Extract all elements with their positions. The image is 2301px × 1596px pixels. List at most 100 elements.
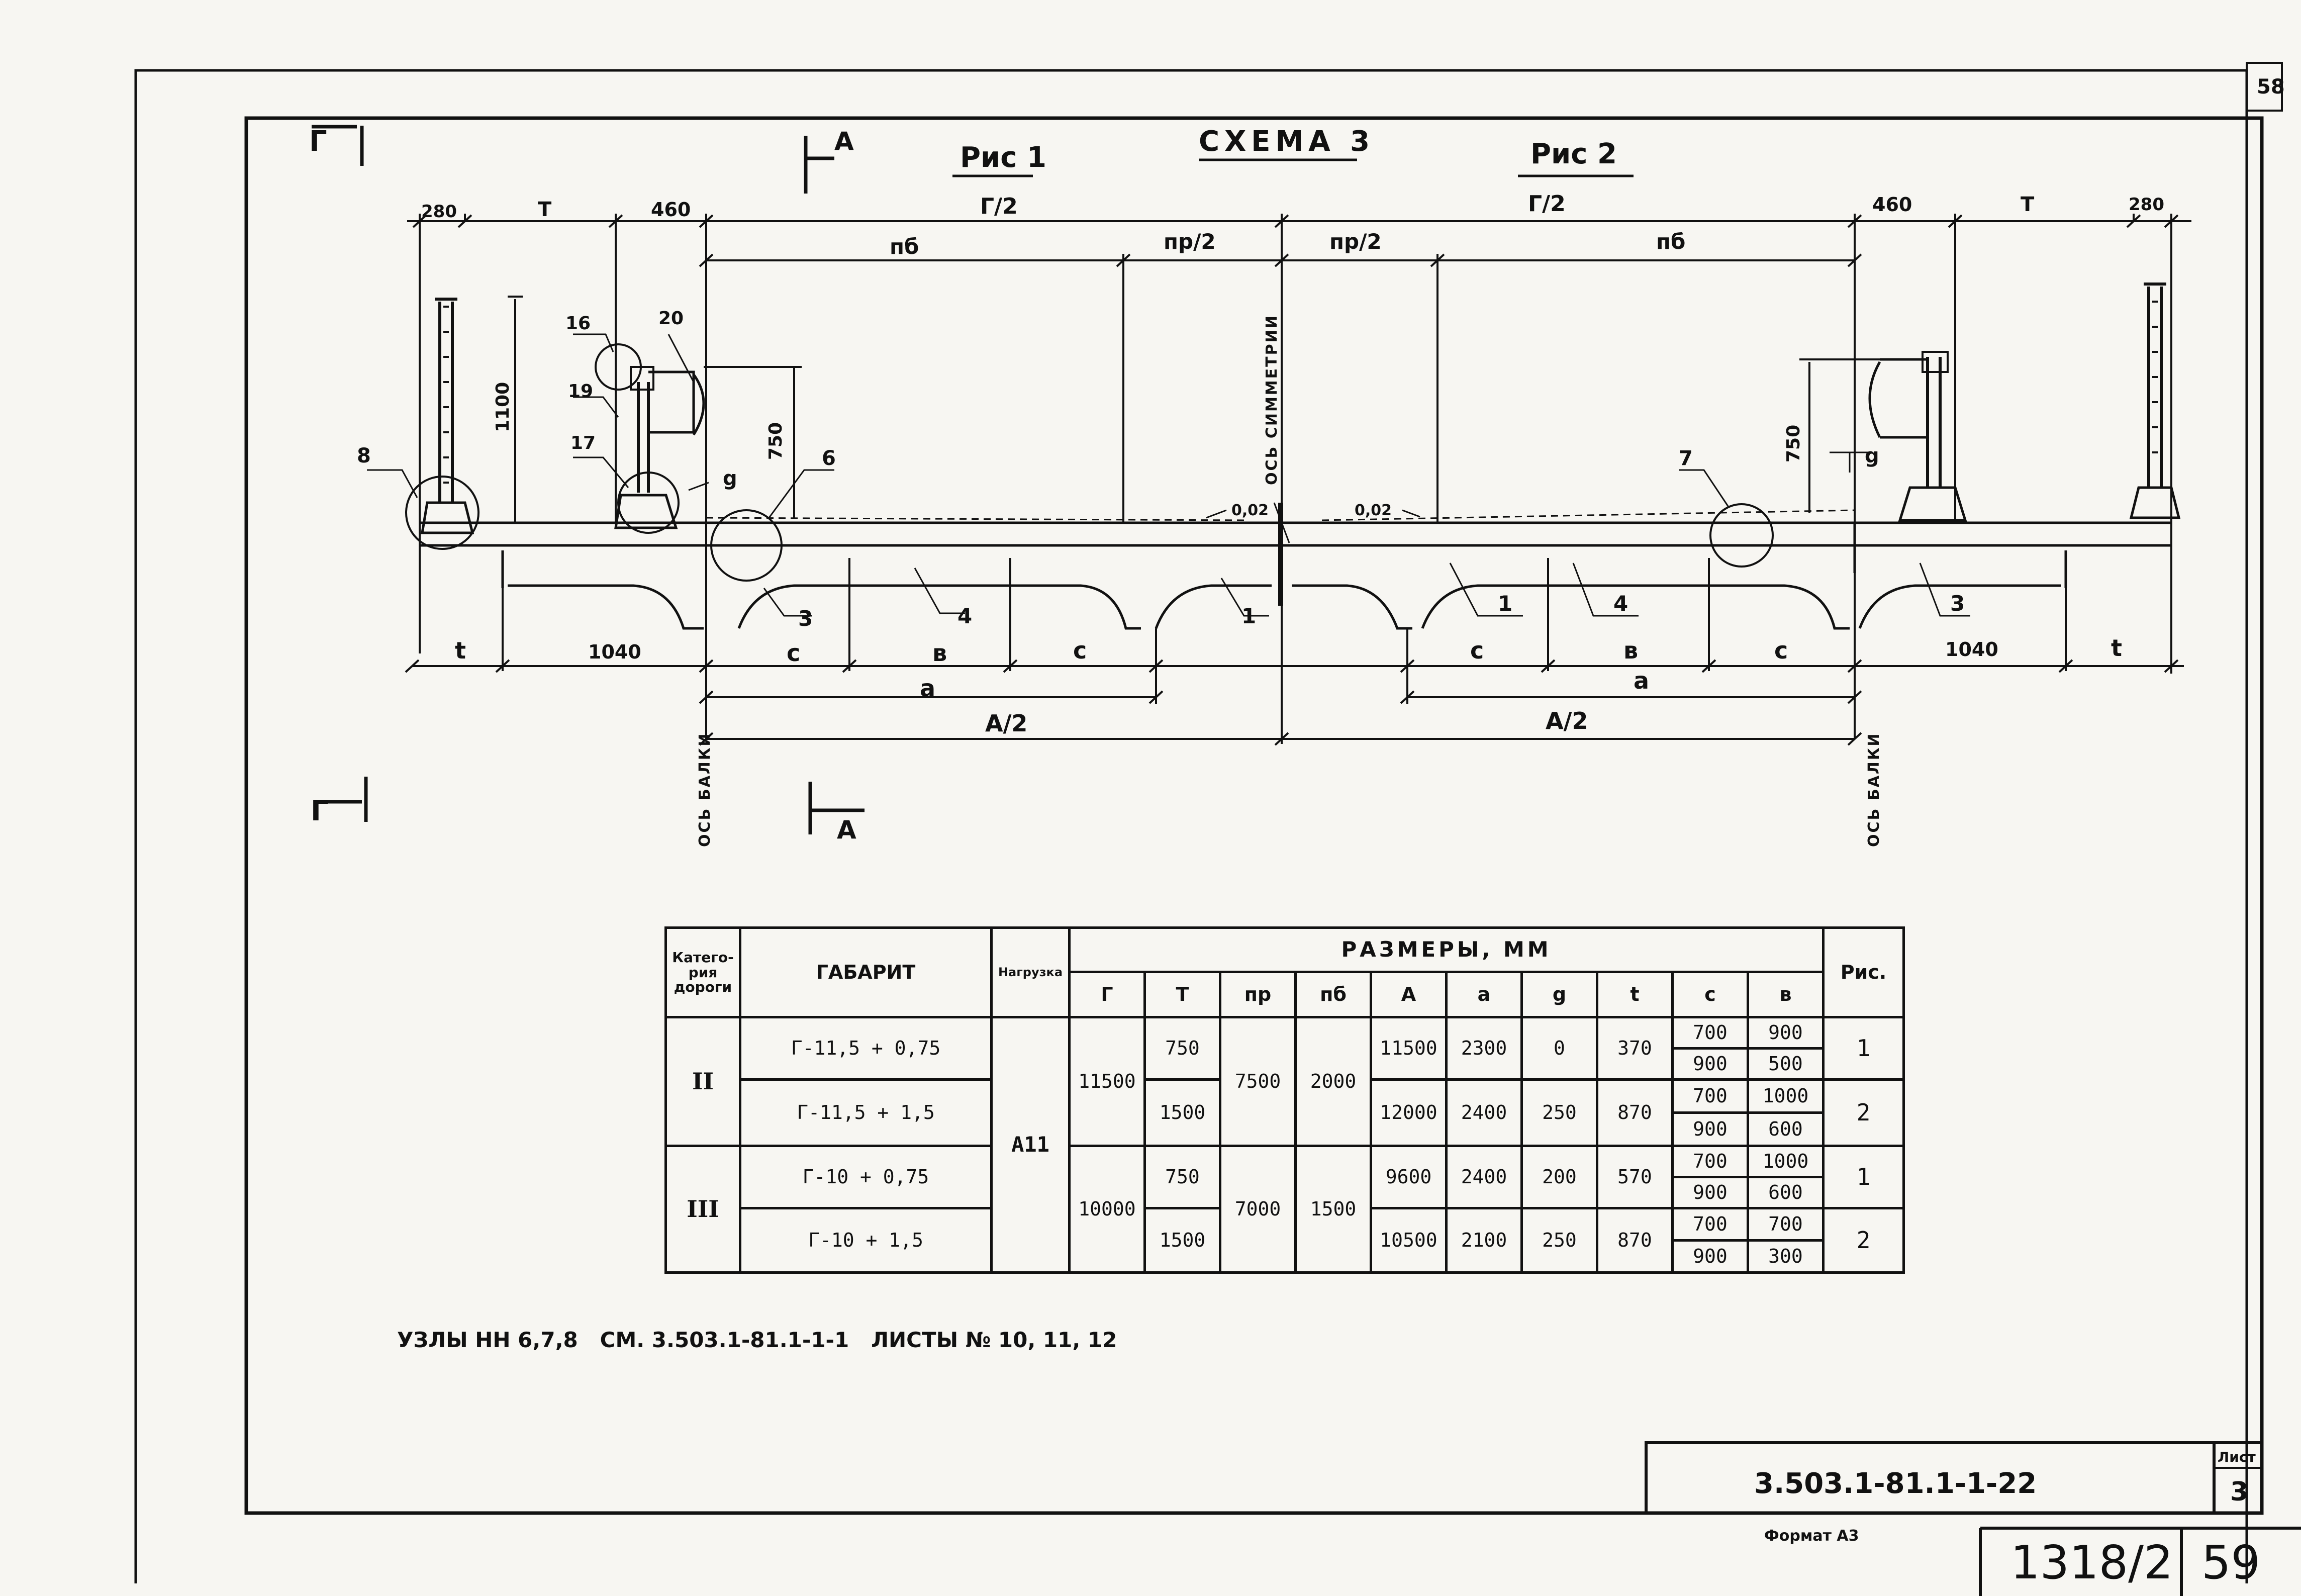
table-row: Г-11,5 + 1,5 1500 12000 2400 250 870 700… [666, 1078, 1905, 1147]
table-row: III Г-10 + 0,75 10000 750 7000 1500 9600… [664, 1145, 1905, 1274]
gabarit-cell: Г-11,5 + 1,5 [739, 1078, 993, 1147]
table-row: Г-10 + 1,5 1500 10500 2100 250 870 700 7… [666, 1207, 1905, 1274]
dim-460-right: 460 [1872, 194, 1912, 216]
c-cell: 900 [1671, 1176, 1749, 1209]
c-cell: 700 [1671, 1207, 1749, 1242]
c-cell: 700 [1671, 1078, 1749, 1114]
callout-3-right: 3 [1950, 591, 1965, 616]
section-mark-a-bottom: А [837, 815, 856, 844]
dim-t-right: Т [2021, 193, 2035, 216]
figure-2-title: Рис 2 [1530, 138, 1617, 170]
callout-4-right: 4 [1613, 591, 1628, 616]
t-cell: 750 [1143, 1016, 1221, 1081]
gabarit-cell: Г-10 + 1,5 [739, 1207, 993, 1274]
beam-axis-right-label: ОСЬ БАЛКИ [1865, 732, 1883, 847]
pb-cell: 2000 [1294, 1016, 1372, 1147]
c-cell: 900 [1671, 1239, 1749, 1274]
b-cell: 1000 [1747, 1145, 1825, 1178]
dim-g-left: g [723, 467, 737, 490]
b-cell: 600 [1747, 1176, 1825, 1209]
tt-cell: 870 [1596, 1207, 1674, 1274]
A-cell: 11500 [1370, 1016, 1448, 1081]
col-t: t [1596, 971, 1674, 1018]
fig-cell: 2 [1822, 1207, 1905, 1274]
table-row: 900 500 [666, 1047, 1904, 1081]
deck-cross-section [367, 283, 2181, 630]
dim-t-bottom-left: t [455, 637, 466, 664]
callout-6: 6 [822, 447, 836, 470]
header-road-category: Катего-рия дороги [664, 926, 741, 1018]
header-sizes: РАЗМЕРЫ, ММ [1068, 926, 1825, 973]
tt-cell: 370 [1596, 1016, 1674, 1081]
stamp-document-code: 3.503.1-81.1-1-22 [1754, 1467, 2037, 1500]
callout-4-left: 4 [957, 604, 972, 628]
A-cell: 9600 [1370, 1145, 1448, 1209]
corner-box [2246, 62, 2283, 112]
c-cell: 900 [1671, 1047, 1749, 1081]
slope-right: 0,02 [1355, 502, 1392, 519]
t-cell: 1500 [1143, 1207, 1221, 1274]
A-cell: 12000 [1370, 1078, 1448, 1147]
col-pb: пб [1294, 971, 1372, 1018]
t-cell: 1500 [1143, 1078, 1221, 1147]
dim-t-left: Т [538, 198, 552, 221]
callout-17: 17 [570, 433, 596, 453]
col-c: с [1671, 971, 1749, 1018]
callout-7: 7 [1679, 447, 1693, 470]
header-load: Нагрузка [990, 926, 1071, 1018]
b-cell: 600 [1747, 1111, 1825, 1147]
table-row: 900 600 [666, 1111, 1904, 1147]
top-dimension-lines [407, 214, 2191, 744]
dimensions-table: Катего-рия дороги ГАБАРИТ Нагрузка РАЗМЕ… [664, 926, 1905, 1274]
header-gabarit: ГАБАРИТ [739, 926, 993, 1018]
col-pr: пр [1219, 971, 1297, 1018]
b-cell: 500 [1747, 1047, 1825, 1081]
a-cell: 2400 [1445, 1145, 1523, 1209]
figure-1-title: Рис 1 [960, 141, 1046, 174]
c-cell: 700 [1671, 1016, 1749, 1050]
callout-19: 19 [568, 381, 593, 402]
sheet-corner-number: 58 [2257, 75, 2285, 99]
g-cell: 10000 [1068, 1145, 1146, 1274]
dim-a-right: а [1634, 667, 1649, 694]
fig-cell: 2 [1822, 1078, 1905, 1147]
col-b: в [1747, 971, 1825, 1018]
t-cell: 750 [1143, 1145, 1221, 1209]
road-category-iii: III [664, 1145, 741, 1274]
road-category-ii: II [664, 1016, 741, 1147]
dim-pb-right: пб [1656, 229, 1685, 254]
load-cell: А11 [990, 1016, 1071, 1274]
archive-number: 1318/2 [2010, 1536, 2173, 1589]
callout-3-left: 3 [798, 606, 813, 631]
c-cell: 900 [1671, 1111, 1749, 1147]
nodes-reference-note: УЗЛЫ НН 6,7,8 СМ. 3.503.1-81.1-1-1 ЛИСТЫ… [397, 1328, 1117, 1352]
tt-cell: 570 [1596, 1145, 1674, 1209]
dim-c-right-2: с [1774, 637, 1788, 664]
callout-20: 20 [658, 308, 684, 329]
pr-cell: 7000 [1219, 1145, 1297, 1274]
gap-cell: 250 [1520, 1207, 1598, 1274]
dim-pr2-right: пр/2 [1329, 229, 1382, 254]
dim-280-left: 280 [421, 202, 457, 222]
A-cell: 10500 [1370, 1207, 1448, 1274]
c-cell: 700 [1671, 1145, 1749, 1178]
dim-a-left: а [920, 675, 935, 702]
a-cell: 2300 [1445, 1016, 1523, 1081]
dim-a2-left: А/2 [985, 710, 1027, 737]
beam-axis-left-label: ОСЬ БАЛКИ [696, 732, 714, 847]
col-a: а [1445, 971, 1523, 1018]
gap-cell: 200 [1520, 1145, 1598, 1209]
a-cell: 2400 [1445, 1078, 1523, 1147]
tt-cell: 870 [1596, 1078, 1674, 1147]
dim-460-left: 460 [651, 199, 691, 221]
gap-cell: 250 [1520, 1078, 1598, 1147]
b-cell: 700 [1747, 1207, 1825, 1242]
section-mark-a-top: А [834, 127, 854, 156]
dim-b-right: в [1623, 637, 1638, 664]
schema-title: СХЕМА 3 [1199, 125, 1375, 158]
col-A: А [1370, 971, 1448, 1018]
stamp-sheet-number: 3 [2230, 1477, 2248, 1507]
dim-1100: 1100 [493, 382, 513, 432]
callout-1-right: 1 [1498, 591, 1512, 616]
